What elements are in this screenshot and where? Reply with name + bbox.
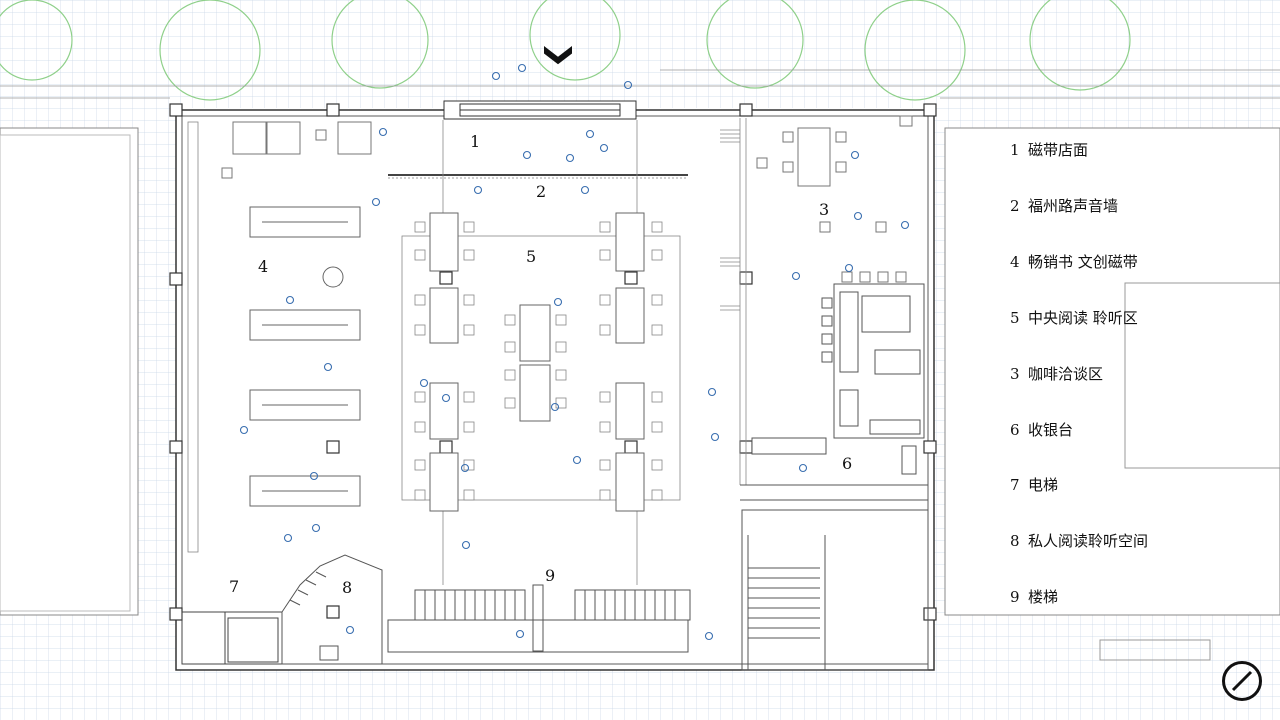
legend-number: 3: [1010, 365, 1020, 383]
legend-item: 4 畅销书 文创磁带: [1010, 250, 1138, 274]
cafe-furniture: [756, 115, 913, 283]
central-staircase: [387, 584, 691, 653]
legend-number: 5: [1010, 309, 1020, 327]
zone-label-5: 5: [526, 247, 536, 266]
sound-wall: [388, 174, 688, 179]
north-compass-icon: [1222, 661, 1262, 701]
zone-label-3: 3: [819, 200, 829, 219]
legend-label: 磁带店面: [1028, 141, 1089, 159]
zone-label-6: 6: [842, 454, 852, 473]
building-floor: [176, 108, 934, 670]
bestseller-shelves: [249, 206, 361, 507]
legend-number: 1: [1010, 141, 1020, 159]
legend-number: 6: [1010, 421, 1020, 439]
chevron-down-icon: [544, 45, 572, 65]
legend-item: 1 磁带店面: [1010, 138, 1088, 162]
private-listening-room: [281, 554, 383, 665]
legend-number: 8: [1010, 532, 1020, 550]
street-lines: [0, 69, 1280, 99]
legend-item: 6 收银台: [1010, 418, 1073, 442]
cafe-bar-counter: [821, 283, 925, 439]
cafe-stairs-marks: [720, 129, 740, 311]
interior-partitions: [187, 118, 747, 585]
legend-label: 中央阅读 聆听区: [1028, 309, 1138, 327]
legend-label: 福州路声音墙: [1028, 197, 1119, 215]
legend-item: 7 电梯: [1010, 473, 1058, 497]
legend-number: 7: [1010, 476, 1020, 494]
legend-label: 楼梯: [1028, 588, 1059, 606]
entrance-door: [443, 100, 637, 120]
zone-label-7: 7: [229, 577, 239, 596]
street-trees: [0, 0, 1131, 101]
legend-number: 9: [1010, 588, 1020, 606]
display-cases: [221, 121, 372, 179]
legend-label: 收银台: [1028, 421, 1074, 439]
legend-number: 4: [1010, 253, 1020, 271]
zone-label-8: 8: [342, 578, 352, 597]
people-figures: [239, 63, 910, 641]
legend-number: 2: [1010, 197, 1020, 215]
legend-item: 2 福州路声音墙: [1010, 194, 1118, 218]
legend-item: 9 楼梯: [1010, 585, 1058, 609]
legend-item: 3 咖啡洽谈区: [1010, 362, 1103, 386]
legend-item: 8 私人阅读聆听空间: [1010, 529, 1148, 553]
legend-label: 电梯: [1028, 476, 1059, 494]
central-reading-tables: [429, 212, 645, 512]
legend-label: 私人阅读聆听空间: [1028, 532, 1149, 550]
staircase: [741, 509, 929, 671]
zone-label-4: 4: [258, 257, 268, 276]
legend-item: 5 中央阅读 聆听区: [1010, 306, 1138, 330]
zone-label-2: 2: [536, 182, 546, 201]
zone-labels: 1 2 3 4 5 6 7 8 9: [229, 132, 852, 597]
neighbor-buildings: [0, 127, 1280, 661]
zone-label-1: 1: [470, 132, 480, 151]
reading-chairs: [414, 221, 663, 501]
legend-label: 咖啡洽谈区: [1028, 365, 1104, 383]
cashier-counter: [740, 437, 928, 501]
zone-label-9: 9: [545, 566, 555, 585]
legend-label: 畅销书 文创磁带: [1028, 253, 1138, 271]
